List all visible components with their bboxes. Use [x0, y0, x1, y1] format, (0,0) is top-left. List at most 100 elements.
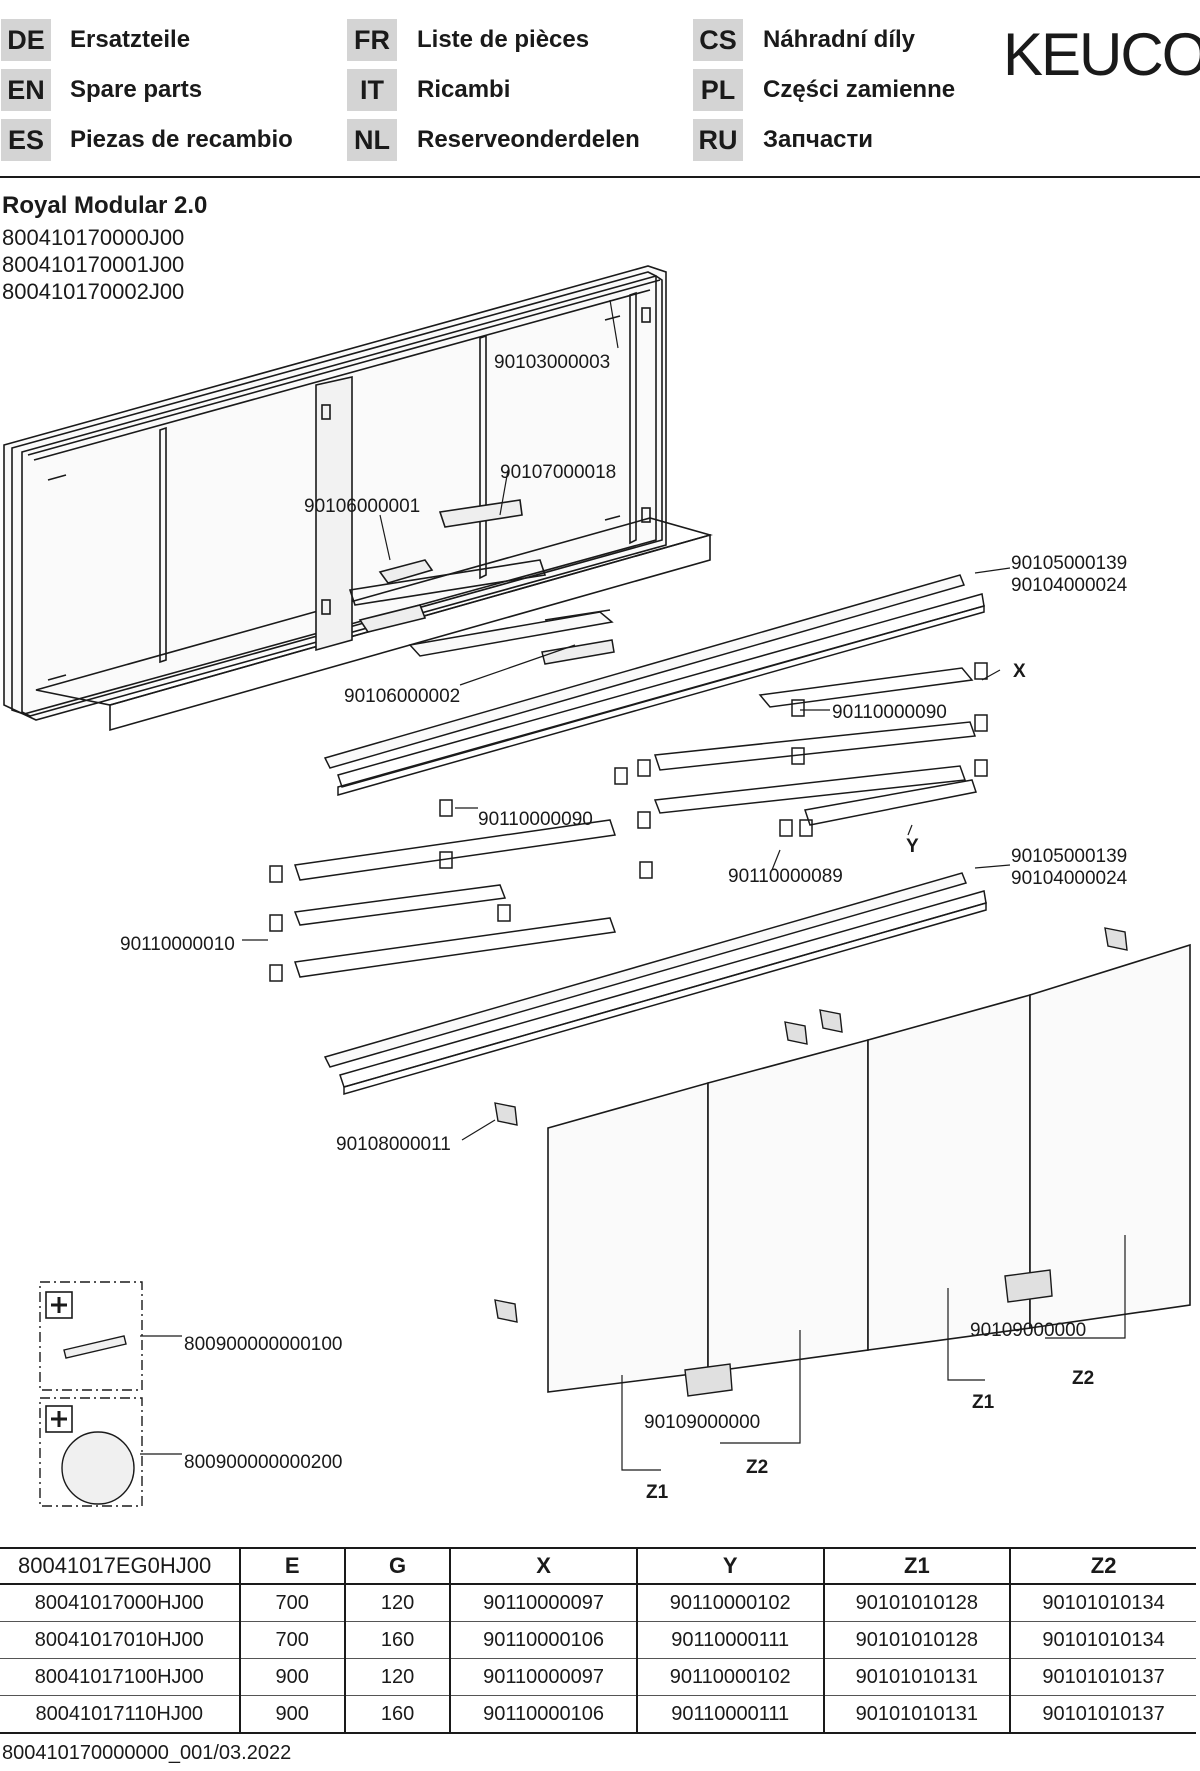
- callout: 90110000010: [120, 934, 235, 955]
- callout: Z2: [746, 1457, 768, 1478]
- table-cell: 90110000097: [449, 1584, 637, 1622]
- table-header: 80041017EG0HJ00: [0, 1548, 240, 1585]
- lang-code-nl: NL: [347, 119, 397, 161]
- callout: 90106000001: [304, 496, 420, 517]
- table-row: 80041017100HJ00 900 120 90110000097 9011…: [0, 1658, 1196, 1696]
- callout: 90108000011: [336, 1134, 451, 1155]
- accessory-boxes: [39, 1281, 143, 1507]
- lang-code-cs: CS: [693, 19, 743, 61]
- callout: Z1: [646, 1482, 669, 1503]
- led-rail-top: [323, 574, 985, 796]
- callout: 90105000139: [1011, 553, 1127, 574]
- table-header: Z1: [822, 1548, 1011, 1585]
- variant-parts-table: 80041017EG0HJ00 E G X Y Z1 Z2 8004101700…: [0, 1547, 1196, 1734]
- lang-code-it: IT: [347, 69, 397, 111]
- lang-name-de: Ersatzteile: [70, 26, 191, 53]
- led-rail-bottom: [323, 872, 987, 1095]
- table-cell: 80041017000HJ00: [0, 1584, 240, 1622]
- table-row: 80041017110HJ00 900 160 90110000106 9011…: [0, 1695, 1196, 1734]
- table-cell: 90101010131: [822, 1695, 1011, 1734]
- mirror-doors: [547, 943, 1191, 1393]
- header-divider: [0, 176, 1200, 178]
- callout: 90104000024: [1011, 868, 1128, 889]
- lang-name-nl: Reserveonderdelen: [417, 126, 640, 153]
- lang-name-en: Spare parts: [70, 76, 203, 103]
- product-code: 800410170002J00: [2, 279, 185, 304]
- cabinet-frame: [3, 265, 713, 732]
- table-row: 80041017010HJ00 700 160 90110000106 9011…: [0, 1621, 1196, 1659]
- table-header: X: [449, 1548, 637, 1585]
- table-cell: 900: [238, 1695, 345, 1734]
- table-cell: 700: [238, 1621, 345, 1659]
- callout: X: [1013, 661, 1026, 682]
- table-cell: 90110000097: [449, 1658, 637, 1696]
- table-cell: 80041017010HJ00: [0, 1621, 240, 1659]
- lang-name-ru: Запчасти: [763, 126, 874, 153]
- product-code: 800410170001J00: [2, 252, 185, 277]
- dimension-brackets: [621, 1235, 1126, 1471]
- table-header-row: 80041017EG0HJ00 E G X Y Z1 Z2: [0, 1548, 1196, 1585]
- shelves-right: [614, 662, 988, 879]
- document-footer-code: 800410170000000_001/03.2022: [2, 1742, 292, 1764]
- lang-code-de: DE: [1, 19, 51, 61]
- table-cell: 90110000102: [635, 1658, 824, 1696]
- table-header: Y: [635, 1548, 824, 1585]
- product-title: Royal Modular 2.0: [2, 192, 208, 219]
- lang-code-es: ES: [1, 119, 51, 161]
- callout-labels: 90103000003 90107000018 90106000001 9010…: [120, 352, 1128, 1503]
- callout: Z2: [1072, 1368, 1094, 1389]
- language-header: DE Ersatzteile EN Spare parts ES Piezas …: [0, 0, 1200, 178]
- lang-code-ru: RU: [693, 119, 743, 161]
- callout: 90106000002: [344, 686, 460, 707]
- callout: Z1: [972, 1392, 995, 1413]
- exploded-view-diagram: 90103000003 90107000018 90106000001 9010…: [3, 265, 1191, 1507]
- callout: 90109000000: [644, 1412, 760, 1433]
- base-brackets: [684, 1269, 1053, 1397]
- lang-code-en: EN: [1, 69, 51, 111]
- table-header: Z2: [1009, 1548, 1196, 1585]
- led-strip-part: [63, 1335, 127, 1359]
- table-cell: 90101010128: [822, 1584, 1011, 1622]
- table-cell: 80041017100HJ00: [0, 1658, 240, 1696]
- callout: 90109000000: [970, 1320, 1086, 1341]
- callout: 90110000090: [478, 809, 593, 830]
- callout: 800900000000200: [184, 1452, 343, 1473]
- table-cell: 90101010134: [1009, 1621, 1196, 1659]
- hinges: [494, 927, 1128, 1323]
- table-cell: 90101010137: [1009, 1695, 1196, 1734]
- lang-name-fr: Liste de pièces: [417, 26, 590, 53]
- table-cell: 80041017110HJ00: [0, 1695, 240, 1734]
- table-cell: 90110000106: [449, 1695, 637, 1734]
- lang-name-cs: Náhradní díly: [763, 26, 916, 53]
- table-cell: 700: [238, 1584, 345, 1622]
- callout: 90107000018: [500, 462, 616, 483]
- lang-code-fr: FR: [347, 19, 397, 61]
- lang-code-pl: PL: [693, 69, 743, 111]
- callout: 800900000000100: [184, 1334, 343, 1355]
- callout: Y: [906, 836, 919, 857]
- table-cell: 160: [343, 1621, 451, 1659]
- table-cell: 90101010128: [822, 1621, 1011, 1659]
- callout: 90110000089: [728, 866, 843, 887]
- table-cell: 90110000102: [635, 1584, 824, 1622]
- product-code: 800410170000J00: [2, 225, 185, 250]
- lang-name-it: Ricambi: [417, 76, 511, 103]
- table-cell: 90101010134: [1009, 1584, 1196, 1622]
- table-row: 80041017000HJ00 700 120 90110000097 9011…: [0, 1584, 1196, 1622]
- shelves-left: [269, 799, 617, 982]
- table-cell: 160: [343, 1695, 451, 1734]
- accessory-parts: [61, 1335, 135, 1505]
- lang-name-es: Piezas de recambio: [70, 126, 293, 153]
- plus-icons: [45, 1291, 73, 1433]
- lang-name-pl: Części zamienne: [763, 76, 956, 103]
- brand-logo: KEUCO: [1003, 21, 1200, 88]
- table-cell: 900: [238, 1658, 345, 1696]
- light-cover-group: [408, 609, 615, 665]
- product-codes: 800410170000J00 800410170001J00 80041017…: [2, 224, 184, 305]
- leader-lines: [140, 299, 1011, 1455]
- table-cell: 90110000111: [635, 1621, 824, 1659]
- table-header: G: [343, 1548, 451, 1585]
- table-cell: 120: [343, 1658, 451, 1696]
- plus-icon: [45, 1291, 73, 1319]
- callout: 90103000003: [494, 352, 610, 373]
